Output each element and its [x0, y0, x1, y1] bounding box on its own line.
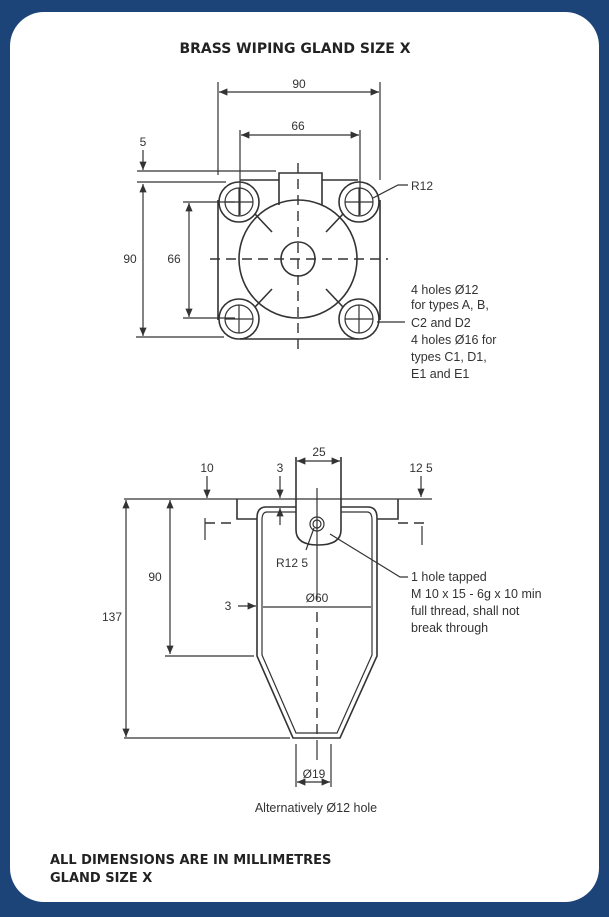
tapped-note-line: full thread, shall not: [411, 604, 520, 618]
hole-note-line: C2 and D2: [411, 316, 471, 330]
radius-label-r12: R12: [411, 179, 433, 193]
footer-dimensions-note: ALL DIMENSIONS ARE IN MILLIMETRES: [50, 853, 332, 868]
dim-boss-5: 5: [140, 135, 147, 149]
dim-wall-top-3: 3: [277, 461, 284, 475]
dim-right-12-5: 12 5: [409, 461, 433, 475]
hole-note-line: E1 and E1: [411, 367, 469, 381]
hole-note: 4 holes Ø12 for types A, B, C2 and D2 4 …: [411, 283, 496, 381]
dim-body-90: 90: [148, 570, 162, 584]
footer-gland-size: GLAND SIZE X: [50, 871, 153, 886]
drawing-title: BRASS WIPING GLAND SIZE X: [179, 41, 410, 57]
dim-total-137: 137: [102, 610, 122, 624]
side-view: 25 10 3 12 5 137 90 3 Ø60 R12 5 1 hole t…: [102, 445, 542, 815]
dim-top-width-90: 90: [292, 77, 306, 91]
tapped-hole-note: 1 hole tapped M 10 x 15 - 6g x 10 min fu…: [411, 570, 542, 635]
dim-outlet-19: Ø19: [303, 767, 326, 781]
hole-note-line: 4 holes Ø12: [411, 283, 478, 297]
dim-top-holes-height-66: 66: [167, 252, 181, 266]
hole-note-line: for types A, B,: [411, 298, 489, 312]
dim-wall-side-3: 3: [225, 599, 232, 613]
tapped-note-line: break through: [411, 621, 488, 635]
dim-flange-10: 10: [200, 461, 214, 475]
outlet-note: Alternatively Ø12 hole: [255, 801, 377, 815]
hole-note-line: types C1, D1,: [411, 350, 487, 364]
drawing-panel: [10, 12, 599, 902]
radius-label-r12-5: R12 5: [276, 556, 308, 570]
dim-diameter-60: Ø60: [306, 591, 329, 605]
tapped-note-line: M 10 x 15 - 6g x 10 min: [411, 587, 542, 601]
dim-top-height-90: 90: [123, 252, 137, 266]
top-view: 90 66 5 90 66 R12 4 holes Ø12 for types …: [123, 77, 496, 381]
dim-top-holes-66: 66: [291, 119, 305, 133]
tapped-note-line: 1 hole tapped: [411, 570, 487, 584]
dim-tab-25: 25: [312, 445, 326, 459]
hole-note-line: 4 holes Ø16 for: [411, 333, 496, 347]
